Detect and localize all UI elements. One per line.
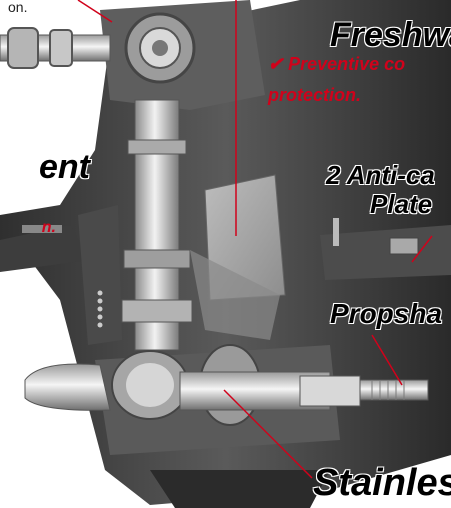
anti-cav-callout-line1: 2 Anti-ca	[326, 160, 435, 190]
freshwater-callout: Freshwate	[330, 16, 451, 54]
skeg	[150, 470, 330, 508]
propshaft-callout: Propsha	[330, 298, 443, 329]
preventive-line-2: protection.	[268, 85, 361, 105]
top-left-fragment: on.	[8, 0, 28, 15]
anti-cav-callout-line2: Plate	[370, 189, 433, 219]
preventive-line-1: Preventive co	[288, 54, 406, 74]
left-fin	[0, 225, 90, 272]
propshaft-spline	[359, 379, 429, 401]
left-red-fragment: n.	[41, 219, 56, 236]
nose-cone	[24, 363, 111, 411]
left-callout-fragment: ent	[39, 148, 90, 186]
preventive-note: ✔ Preventive co	[268, 55, 405, 73]
pickup-holes	[97, 290, 103, 328]
leader-lines	[77, 0, 433, 479]
stainless-callout: Stainles	[313, 462, 451, 504]
checkmark-icon: ✔	[268, 54, 284, 74]
left-channel	[78, 205, 122, 345]
